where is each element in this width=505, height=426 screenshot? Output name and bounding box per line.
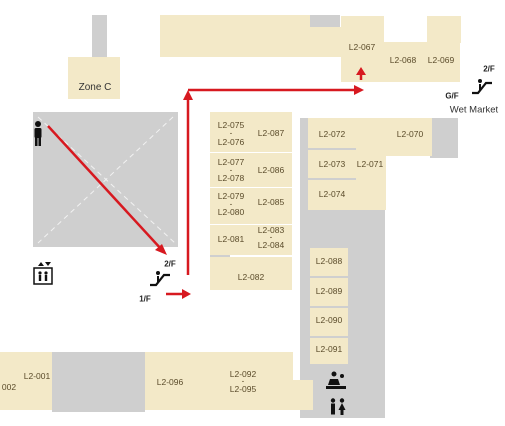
label-l2-091: L2-091 xyxy=(315,344,343,354)
zone-c-label: Zone C xyxy=(78,82,112,93)
label-l2-079: L2-079 xyxy=(217,191,245,201)
label-l2-080: L2-080 xyxy=(217,207,245,217)
label-l2-001: L2-001 xyxy=(23,371,51,381)
shop-l2-001[interactable] xyxy=(20,352,52,410)
label-l2-089: L2-089 xyxy=(315,286,343,296)
shop-002[interactable] xyxy=(0,352,20,410)
label-l2-071: L2-071 xyxy=(356,159,384,169)
label-l2-074: L2-074 xyxy=(318,189,346,199)
label-dash: - xyxy=(229,128,233,138)
label-l2-078: L2-078 xyxy=(217,173,245,183)
shop-l2-085[interactable] xyxy=(252,188,292,224)
route-arrow-right-2 xyxy=(354,85,364,95)
label-l2-082: L2-082 xyxy=(237,272,265,282)
lift-icon xyxy=(33,262,53,285)
corridor-block xyxy=(310,15,340,29)
label-dash: - xyxy=(229,165,233,175)
route-arrow-right xyxy=(182,289,191,299)
shop-l2-087[interactable] xyxy=(252,112,292,152)
route-diagonal xyxy=(47,125,163,251)
shop-block-top-right[interactable] xyxy=(305,27,343,57)
shop-l2-089[interactable] xyxy=(310,278,348,306)
label-l2-081: L2-081 xyxy=(217,234,245,244)
wet-market-label: Wet Market xyxy=(449,104,499,116)
label-l2-083: L2-083 xyxy=(257,225,285,235)
escalator-up-label: 2/F xyxy=(164,259,176,269)
shop-l2-079-080[interactable] xyxy=(210,188,252,224)
corridor-right-end xyxy=(430,118,458,158)
shop-l2-090[interactable] xyxy=(310,308,348,336)
route-arrow-up-2 xyxy=(356,67,366,75)
label-l2-076: L2-076 xyxy=(217,137,245,147)
shop-l2-091[interactable] xyxy=(310,338,348,364)
escalator-down-label: 1/F xyxy=(139,294,151,304)
escalator-icon xyxy=(472,79,492,95)
shop-l2-069[interactable] xyxy=(422,42,460,82)
label-l2-092: L2-092 xyxy=(229,369,257,379)
escalator-up-label-right: 2/F xyxy=(483,64,495,74)
shop-l2-068[interactable] xyxy=(384,42,422,82)
shop-l2-070[interactable] xyxy=(386,118,432,156)
shop-l2-072[interactable] xyxy=(308,118,356,148)
escalator-icon xyxy=(150,271,170,287)
shop-l2-075-076[interactable] xyxy=(210,112,252,152)
route-arrow-diag xyxy=(155,244,167,255)
label-l2-077: L2-077 xyxy=(217,157,245,167)
shop-l2-073[interactable] xyxy=(308,150,356,178)
shop-l2-077-078[interactable] xyxy=(210,153,252,187)
route-arrow-up xyxy=(183,90,193,100)
label-dash: - xyxy=(229,199,233,209)
shop-l2-092-095[interactable] xyxy=(195,352,293,410)
label-dash: - xyxy=(269,232,273,242)
label-l2-075: L2-075 xyxy=(217,120,245,130)
corridor-bottom xyxy=(52,352,145,412)
label-l2-096: L2-096 xyxy=(156,377,184,387)
zone-c-block xyxy=(68,57,120,99)
shop-l2-088[interactable] xyxy=(310,248,348,276)
label-l2-069: L2-069 xyxy=(427,55,455,65)
label-l2-095: L2-095 xyxy=(229,384,257,394)
label-002: 002 xyxy=(1,382,17,392)
label-l2-087: L2-087 xyxy=(257,128,285,138)
label-l2-090: L2-090 xyxy=(315,315,343,325)
shop-corner[interactable] xyxy=(427,16,461,43)
shop-l2-082[interactable] xyxy=(210,257,292,290)
shop-l2-086[interactable] xyxy=(252,153,292,187)
label-l2-084: L2-084 xyxy=(257,240,285,250)
shop-bottom-right[interactable] xyxy=(293,380,313,410)
shop-l2-081[interactable] xyxy=(210,225,252,255)
escalator-down-label-right: G/F xyxy=(445,91,459,101)
person-icon xyxy=(34,121,42,146)
label-l2-086: L2-086 xyxy=(257,165,285,175)
label-l2-073: L2-073 xyxy=(318,159,346,169)
label-l2-068: L2-068 xyxy=(389,55,417,65)
baby-care-icon xyxy=(326,371,346,389)
shop-l2-083-084[interactable] xyxy=(252,225,292,255)
label-l2-070: L2-070 xyxy=(396,129,424,139)
label-l2-072: L2-072 xyxy=(318,129,346,139)
label-l2-088: L2-088 xyxy=(315,256,343,266)
label-dash: - xyxy=(241,376,245,386)
shop-l2-096[interactable] xyxy=(145,352,195,410)
toilet-icon xyxy=(330,398,346,415)
shop-block-top[interactable] xyxy=(160,15,310,57)
label-l2-085: L2-085 xyxy=(257,197,285,207)
shop-l2-071[interactable] xyxy=(356,118,386,210)
label-l2-067: L2-067 xyxy=(348,42,376,52)
shop-l2-074[interactable] xyxy=(308,180,356,210)
